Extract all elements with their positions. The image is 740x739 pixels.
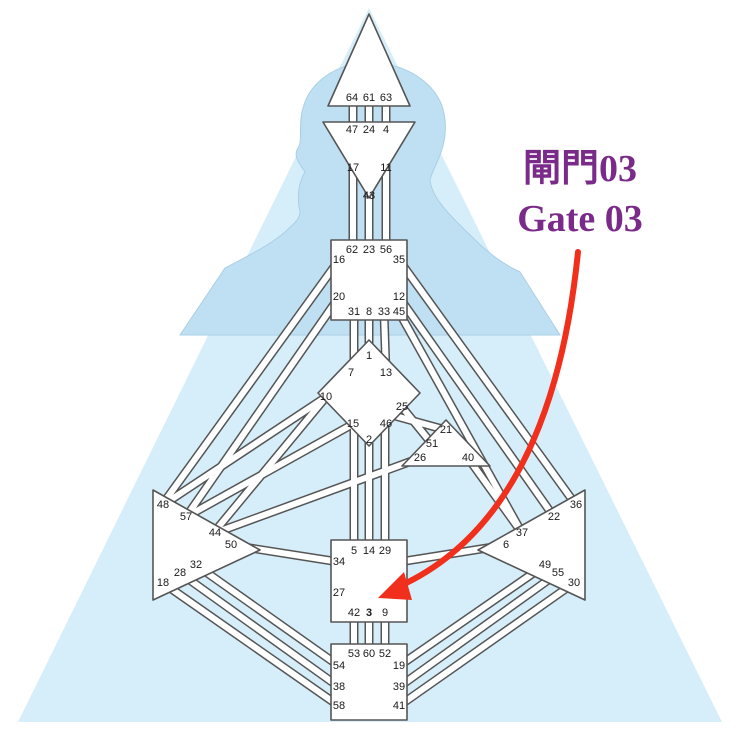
gate-54: 54 <box>333 660 345 672</box>
gate-6: 6 <box>503 539 509 551</box>
root-center <box>330 643 408 721</box>
gate-11: 11 <box>380 162 391 174</box>
arrow-shaft <box>397 249 581 589</box>
gate-34: 34 <box>333 556 345 568</box>
gate-38: 38 <box>333 681 345 693</box>
gate-44: 44 <box>209 527 221 539</box>
gate-27: 27 <box>333 587 345 599</box>
gate-30: 30 <box>568 577 580 589</box>
spleen-center <box>152 489 261 601</box>
gate-1: 1 <box>366 350 372 362</box>
gate-25: 25 <box>396 401 408 413</box>
throat-center <box>330 239 408 321</box>
gate-64: 64 <box>346 92 358 104</box>
gate-39: 39 <box>393 681 405 693</box>
gate-21: 21 <box>440 424 452 436</box>
gate-8: 8 <box>366 306 372 318</box>
gate-17: 17 <box>347 162 359 174</box>
gate-24: 24 <box>363 124 375 136</box>
gate-18: 18 <box>157 577 169 589</box>
gate-29: 29 <box>379 545 391 557</box>
gate-5: 5 <box>351 545 357 557</box>
gate-35: 35 <box>393 254 405 266</box>
gate-46: 46 <box>380 418 392 430</box>
gate-41: 41 <box>393 700 405 712</box>
gate-47: 47 <box>346 124 358 136</box>
gate-33: 33 <box>378 306 390 318</box>
gate-50: 50 <box>225 539 237 551</box>
heart-center <box>401 419 491 467</box>
gate-56: 56 <box>380 244 392 256</box>
gate-48: 48 <box>157 499 169 511</box>
gate-20: 20 <box>333 291 345 303</box>
gate-53: 53 <box>348 648 360 660</box>
sacral-center <box>330 539 408 623</box>
gate-10: 10 <box>320 391 332 403</box>
annotation-label-chinese: 閘門03 <box>522 148 637 190</box>
gate-32: 32 <box>190 559 202 571</box>
gate-15: 15 <box>347 418 359 430</box>
gate-62: 62 <box>346 244 358 256</box>
ajna-center <box>322 121 416 199</box>
gate-43: 43 <box>363 190 375 202</box>
gate-31: 31 <box>348 306 360 318</box>
gate-42: 42 <box>348 607 360 619</box>
gate-4: 4 <box>383 124 389 136</box>
annotation-label-english: Gate 03 <box>517 198 643 240</box>
gate-45: 45 <box>393 306 405 318</box>
gate-2: 2 <box>366 434 372 446</box>
arrow-head <box>378 572 412 600</box>
gate-61: 61 <box>363 92 375 104</box>
gate-49: 49 <box>539 559 551 571</box>
gate-52: 52 <box>379 648 391 660</box>
gate-60: 60 <box>363 648 375 660</box>
gate-7: 7 <box>348 367 354 379</box>
gate-55: 55 <box>552 567 564 579</box>
gate-12: 12 <box>393 291 405 303</box>
gate-14: 14 <box>363 545 375 557</box>
centers <box>152 13 586 721</box>
gate-23: 23 <box>363 244 375 256</box>
gate-40: 40 <box>462 452 474 464</box>
gate-63: 63 <box>380 92 392 104</box>
gate-3: 3 <box>366 607 372 619</box>
gate-58: 58 <box>333 700 345 712</box>
annotation-arrow <box>378 249 581 600</box>
g-center <box>317 339 421 447</box>
gate-36: 36 <box>570 499 582 511</box>
gate-28: 28 <box>174 567 186 579</box>
gate-51: 51 <box>426 438 438 450</box>
gate-9: 9 <box>382 607 388 619</box>
solar-plexus-center <box>477 489 586 601</box>
gate-22: 22 <box>548 511 560 523</box>
gate-19: 19 <box>393 660 405 672</box>
gate-26: 26 <box>414 452 426 464</box>
head-center <box>327 13 411 107</box>
gate-16: 16 <box>333 254 345 266</box>
gate-57: 57 <box>180 511 192 523</box>
gate-37: 37 <box>516 527 528 539</box>
gate-13: 13 <box>380 367 392 379</box>
